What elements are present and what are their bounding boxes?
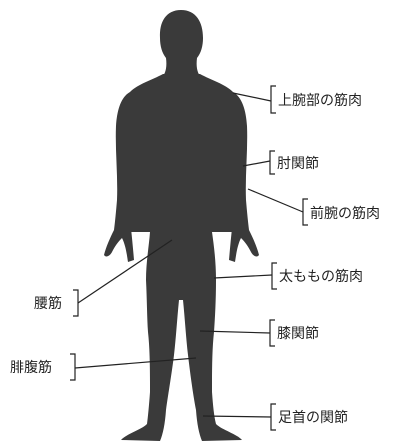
silhouette-left-arm [104, 92, 135, 262]
silhouette-right-arm [228, 92, 259, 262]
leader-ankle [202, 415, 272, 418]
leader-calf [74, 357, 197, 369]
bracket-ankle [270, 403, 276, 431]
bracket-knee [269, 319, 275, 347]
bracket-calf [70, 353, 76, 381]
label-upper-arm-muscle: 上腕部の筋肉 [278, 92, 362, 109]
silhouette-body [121, 74, 242, 441]
label-lower-back-muscle: 腰筋 [34, 295, 62, 312]
bracket-upper-arm [270, 85, 276, 114]
label-calf-muscle: 腓腹筋 [10, 359, 52, 376]
bracket-forearm [302, 198, 308, 226]
leader-elbow [242, 160, 271, 167]
leader-lines [70, 85, 308, 431]
human-silhouette [104, 10, 259, 441]
leader-knee [199, 330, 271, 334]
label-ankle-joint: 足首の関節 [278, 409, 348, 426]
label-forearm-muscle: 前腕の筋肉 [310, 205, 380, 222]
bracket-lower-back [73, 289, 79, 317]
leader-lower-back [77, 239, 173, 304]
silhouette-head [159, 10, 203, 76]
label-thigh-muscle: 太ももの筋肉 [279, 268, 363, 285]
leader-upper-arm [232, 92, 272, 102]
leader-thigh [213, 274, 273, 279]
leader-forearm [247, 188, 304, 213]
part-labels: 上腕部の筋肉 肘関節 前腕の筋肉 腰筋 太ももの筋肉 膝関節 腓腹筋 足首の関節 [10, 92, 380, 426]
label-knee-joint: 膝関節 [277, 325, 319, 342]
bracket-elbow [269, 150, 275, 175]
bracket-thigh [271, 262, 277, 290]
label-elbow-joint: 肘関節 [277, 155, 319, 172]
